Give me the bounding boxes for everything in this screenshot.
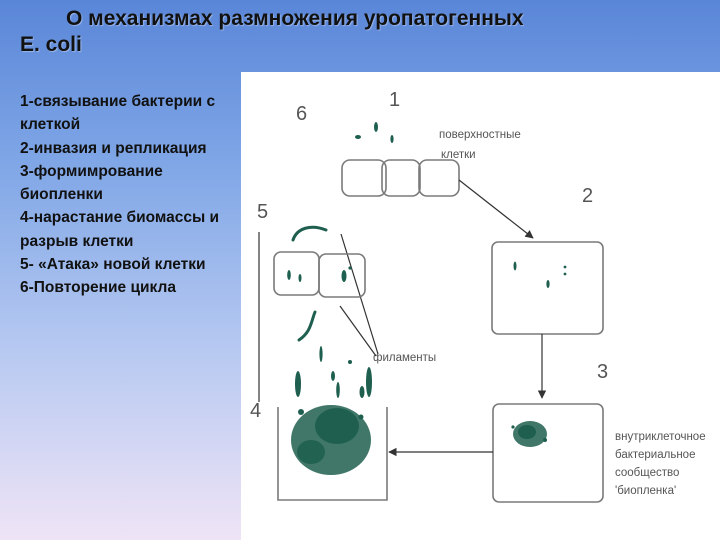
number-2: 2 bbox=[582, 185, 593, 207]
filament-pointer-1 bbox=[339, 305, 377, 357]
arrow-1-to-2 bbox=[458, 179, 534, 239]
infection-cycle-diagram: 1 2 3 4 5 6 поверхностные клетки bbox=[250, 89, 709, 503]
step-5: 5- «Атака» новой клетки bbox=[20, 256, 206, 274]
biofilm-community-label: внутриклеточное бактериальное сообщество… bbox=[615, 431, 709, 497]
attacking-bacteria bbox=[287, 225, 352, 342]
biofilm-blob bbox=[511, 421, 547, 447]
number-1: 1 bbox=[389, 89, 400, 111]
filaments-label: филаменты bbox=[373, 352, 436, 364]
biomass-cluster bbox=[291, 405, 371, 475]
intracellular-bacteria bbox=[513, 261, 567, 288]
biofilm-cell bbox=[492, 403, 604, 503]
number-6: 6 bbox=[296, 103, 307, 125]
invaded-cell bbox=[491, 241, 604, 335]
step-3: 3-формимрование биопленки bbox=[20, 162, 163, 204]
step-4: 4-нарастание биомассы и разрыв клетки bbox=[20, 209, 220, 250]
slide-title-line-1: О механизмах размножения уропатогенных bbox=[66, 7, 524, 30]
slide-title-line-2: E. coli bbox=[20, 33, 82, 56]
step-1: 1-связывание бактерии с клеткой bbox=[20, 93, 216, 134]
escaping-bacteria bbox=[295, 346, 372, 398]
number-4: 4 bbox=[250, 400, 261, 422]
number-3: 3 bbox=[597, 361, 608, 383]
slide-title: О механизмах размножения уропатогенных E… bbox=[20, 6, 710, 58]
diagram-panel: 1 2 3 4 5 6 поверхностные клетки bbox=[241, 72, 720, 540]
filament-pointer-2 bbox=[340, 233, 379, 355]
step-6: 6-Повторение цикла bbox=[20, 279, 176, 297]
number-5: 5 bbox=[257, 201, 268, 223]
step-2: 2-инвазия и репликация bbox=[20, 139, 207, 157]
steps-list: 1-связывание бактерии с клеткой 2-инвази… bbox=[20, 90, 240, 300]
attaching-bacteria bbox=[355, 122, 394, 143]
bursting-cell bbox=[277, 407, 388, 501]
surface-cells bbox=[341, 159, 460, 197]
surface-cells-label: поверхностные клетки bbox=[439, 129, 524, 161]
new-cell-left bbox=[273, 251, 320, 296]
new-cell-right bbox=[318, 253, 366, 298]
